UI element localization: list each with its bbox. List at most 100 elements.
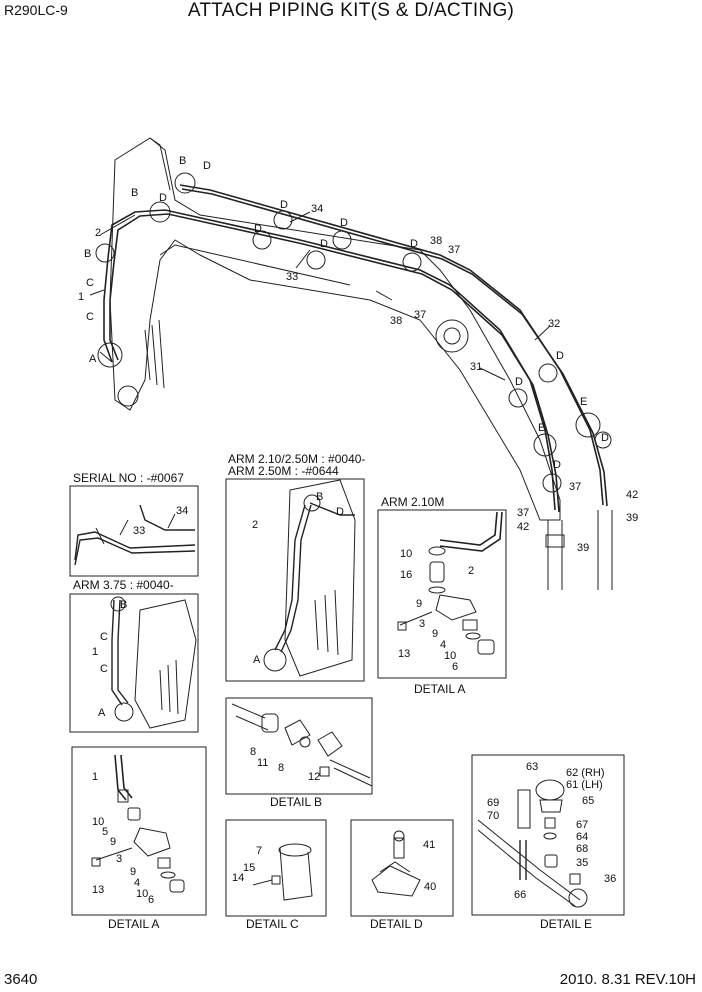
callout: 2 <box>95 227 101 239</box>
detail-d-callouts: 41 40 <box>423 839 436 893</box>
main-callouts: B D B D 2 B C 1 C A D 34 D D D 33 38 37 … <box>78 155 638 554</box>
detail-b-drawing <box>231 703 373 787</box>
callout: 2 <box>252 519 258 531</box>
arm-210-caption: ARM 2.10M <box>381 495 444 509</box>
arm210-250-inset-drawing <box>263 479 356 677</box>
arm210-callouts: 10 16 2 9 3 13 9 4 10 6 <box>398 548 474 673</box>
callout: D <box>203 160 211 172</box>
callout: 13 <box>398 648 410 660</box>
callout: 3 <box>116 853 122 865</box>
detail-b-callouts: 8 11 8 12 <box>250 746 320 783</box>
callout: D <box>254 223 262 235</box>
callout: 37 <box>414 309 426 321</box>
callout: 9 <box>110 836 116 848</box>
callout: 39 <box>626 512 638 524</box>
callout: D <box>280 199 288 211</box>
callout: 68 <box>576 843 588 855</box>
callout: B <box>84 248 91 260</box>
callout: B <box>131 187 138 199</box>
detail-e-callouts: 63 62 (RH) 61 (LH) 65 69 70 67 64 68 35 … <box>487 761 616 901</box>
callout: D <box>556 350 564 362</box>
detail-a-bottom-title: DETAIL A <box>108 917 159 931</box>
detail-c-drawing <box>252 843 313 901</box>
callout: C <box>86 311 94 323</box>
detail-d-title: DETAIL D <box>370 917 423 931</box>
callout: 6 <box>452 661 458 673</box>
arm210-250-inset-box <box>225 478 365 682</box>
callout: D <box>159 192 167 204</box>
callout: D <box>320 238 328 250</box>
callout: A <box>253 654 261 666</box>
arm375-callouts: B C 1 C A <box>92 599 127 719</box>
callout: 11 <box>257 757 268 769</box>
callout: D <box>515 376 523 388</box>
arm210-inset-box <box>377 509 507 679</box>
callout: 36 <box>604 873 616 885</box>
callout: 69 <box>487 797 499 809</box>
callout: 64 <box>576 831 588 843</box>
callout: 1 <box>92 646 98 658</box>
callout: D <box>410 238 418 250</box>
detail-c-callouts: 7 15 14 <box>232 845 262 884</box>
callout: 4 <box>440 639 446 651</box>
detail-e-box <box>471 754 625 916</box>
callout: 33 <box>133 525 145 537</box>
page-title: ATTACH PIPING KIT(S & D/ACTING) <box>187 0 515 21</box>
callout: 37 <box>517 507 529 519</box>
callout: D <box>553 459 561 471</box>
detail-e-title: DETAIL E <box>540 917 592 931</box>
callout: 34 <box>176 505 188 517</box>
callout: 9 <box>416 598 422 610</box>
callout: 66 <box>514 889 526 901</box>
arm210-exploded-drawing <box>397 511 503 655</box>
serial-inset-drawing <box>74 504 196 566</box>
callout: 10 <box>444 650 456 662</box>
callout: 63 <box>526 761 538 773</box>
callout: 32 <box>548 318 560 330</box>
detail-a-callouts: 1 10 5 9 3 13 9 4 10 6 <box>92 771 154 906</box>
detail-c-box <box>225 819 327 917</box>
callout: 31 <box>470 361 482 373</box>
detail-d-box <box>350 819 454 917</box>
callout: 8 <box>250 746 256 758</box>
callout: E <box>538 422 545 434</box>
callout: 37 <box>448 244 460 256</box>
callout: 39 <box>577 542 589 554</box>
callout: 7 <box>256 845 262 857</box>
callout: D <box>601 432 609 444</box>
callout: 16 <box>400 569 412 581</box>
callout: 42 <box>517 521 529 533</box>
callout: 10 <box>400 548 412 560</box>
callout: 38 <box>390 315 402 327</box>
callout: C <box>100 663 108 675</box>
callout: 9 <box>432 628 438 640</box>
callout: 12 <box>308 771 320 783</box>
callout: 67 <box>576 819 588 831</box>
callout: 8 <box>278 762 284 774</box>
callout: A <box>98 707 106 719</box>
callout: E <box>580 396 587 408</box>
detail-a-mid-title: DETAIL A <box>414 682 465 696</box>
page-number: 3640 <box>4 971 38 988</box>
callout: 14 <box>232 872 244 884</box>
callout: B <box>179 155 186 167</box>
detail-b-title: DETAIL B <box>270 795 322 809</box>
callout: 13 <box>92 884 104 896</box>
callout: 9 <box>130 866 136 878</box>
callout: C <box>100 631 108 643</box>
callout: 70 <box>487 810 499 822</box>
callout: 6 <box>148 894 154 906</box>
callout: B <box>120 599 127 611</box>
serial-no-caption: SERIAL NO : -#0067 <box>73 471 184 485</box>
callout: 37 <box>569 481 581 493</box>
serial-callouts: 33 34 <box>133 505 188 537</box>
detail-a-drawing <box>91 754 185 893</box>
model-number: R290LC-9 <box>4 2 68 18</box>
callout: D <box>336 506 344 518</box>
arm375-inset-drawing <box>110 596 197 729</box>
serial-inset-box <box>69 485 199 577</box>
callout: 1 <box>78 291 84 303</box>
detail-d-drawing <box>371 830 421 897</box>
detail-c-title: DETAIL C <box>246 917 299 931</box>
